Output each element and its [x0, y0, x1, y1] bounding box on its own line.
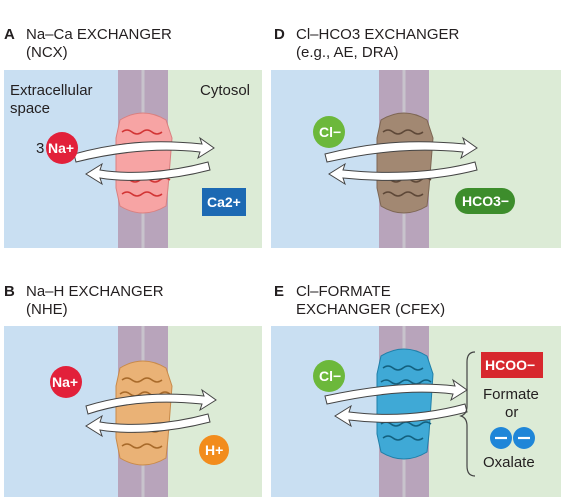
bicarbonate-ion-label: HCO3− [462, 193, 510, 209]
chloride-ion-label: Cl− [319, 368, 342, 384]
influx-arrow [73, 136, 215, 163]
extracellular-space [271, 326, 391, 497]
stoichiometry-label: 3 [36, 140, 45, 157]
panel-subtitle: EXCHANGER (CFEX) [296, 301, 446, 318]
panel-title-text: Cl–FORMATE [296, 283, 391, 300]
formate-ion [481, 352, 543, 378]
formate-label: Formate [483, 386, 539, 403]
calcium-ion-label: Ca2+ [207, 194, 241, 210]
ae-transporter [376, 112, 434, 214]
proton-ion-label: H+ [205, 442, 224, 458]
panel-e-title: E Cl–FORMATE EXCHANGER (CFEX) [274, 283, 445, 319]
panel-b-title: B Na–H EXCHANGER (NHE) [4, 283, 164, 319]
sodium-ion-label: Na+ [52, 374, 79, 390]
extracellular-space [4, 326, 124, 497]
ncx-diagram [4, 70, 262, 248]
panel-title-text: Na–Ca EXCHANGER [26, 26, 172, 43]
cfex-diagram [271, 326, 561, 497]
chloride-ion-label: Cl− [319, 124, 342, 140]
sodium-ion-label: Na+ [48, 140, 75, 156]
ae-diagram [271, 70, 561, 248]
transporter-wave-pattern [380, 365, 432, 441]
calcium-ion [202, 188, 246, 216]
sodium-ion [50, 366, 82, 398]
chloride-ion [313, 116, 345, 148]
substrate-bracket [459, 351, 476, 477]
sodium-ion [46, 132, 78, 164]
nhe-diagram [4, 326, 262, 497]
panel-subtitle: (NHE) [26, 301, 68, 318]
panel-subtitle: (NCX) [26, 44, 68, 61]
panel-a-title: A Na–Ca EXCHANGER (NCX) [4, 26, 172, 62]
panel-title-text: Cl–HCO3 EXCHANGER [296, 26, 460, 43]
influx-arrow [324, 378, 468, 405]
extracellular-label: Extracellular [10, 82, 93, 99]
influx-arrow [324, 136, 478, 163]
bicarbonate-ion [455, 188, 515, 214]
panel-subtitle: (e.g., AE, DRA) [296, 44, 399, 61]
transporter-wave-pattern [119, 377, 171, 449]
ncx-transporter [115, 112, 173, 214]
space-label: space [10, 100, 51, 117]
nhe-transporter [115, 360, 173, 466]
or-label: or [505, 404, 519, 421]
efflux-arrow [334, 403, 468, 428]
panel-letter: E [274, 283, 285, 300]
panel-letter: D [274, 26, 285, 43]
ncx-panel: Extracellular space Cytosol 3 Na+ Ca2+ [4, 70, 262, 248]
influx-arrow [85, 388, 217, 415]
panel-letter: B [4, 283, 15, 300]
panel-title-text: Na–H EXCHANGER [26, 283, 164, 300]
chloride-ion [313, 360, 345, 392]
oxalate-label: Oxalate [483, 454, 535, 471]
efflux-arrow [328, 161, 478, 186]
cfex-panel: Cl− HCOO− Formate or Oxalate [271, 326, 561, 497]
nhe-panel: Na+ H+ [4, 326, 262, 497]
efflux-arrow [85, 413, 211, 438]
formate-ion-label: HCOO− [485, 357, 536, 373]
panel-d-title: D Cl–HCO3 EXCHANGER (e.g., AE, DRA) [274, 26, 459, 62]
cfex-transporter [376, 348, 434, 460]
ae-panel: Cl− HCO3− [271, 70, 561, 248]
efflux-arrow [85, 161, 211, 186]
proton-ion [199, 435, 229, 465]
cytosol-label: Cytosol [200, 82, 251, 99]
panel-letter: A [4, 26, 15, 43]
